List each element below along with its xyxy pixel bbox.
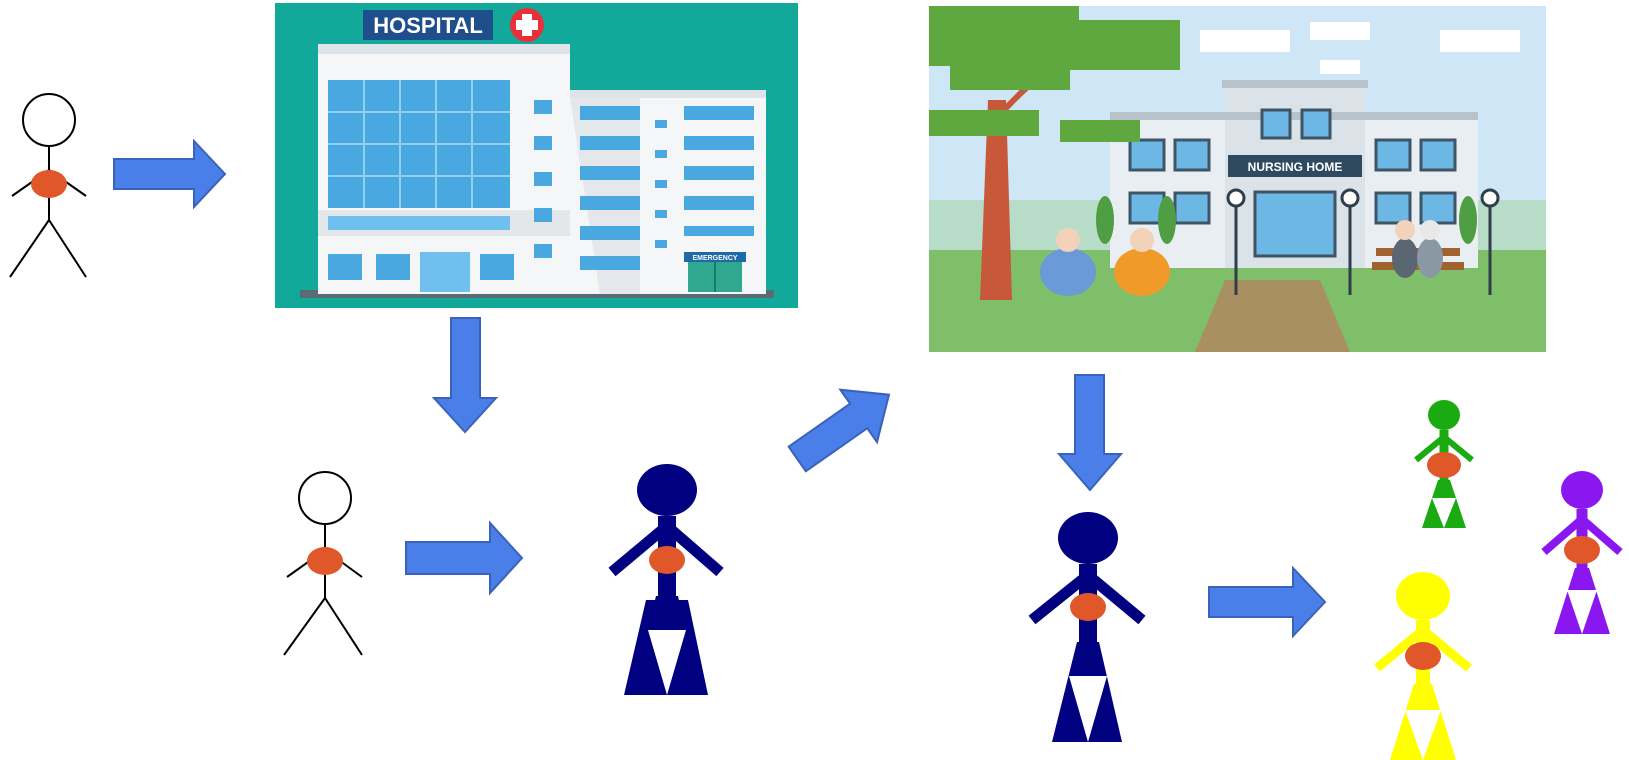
yellow-person (1374, 572, 1472, 760)
germ-blob (649, 546, 685, 574)
green-person (1414, 400, 1474, 528)
germ-blob (307, 547, 343, 575)
germ-blob (1070, 593, 1106, 621)
outline-person-after-hospital (283, 471, 363, 656)
germ-blob (1427, 452, 1461, 478)
navy-person-infected (608, 464, 724, 695)
germ-blob (31, 170, 67, 198)
red-cross-icon (510, 8, 544, 42)
tree-icon (929, 6, 1180, 300)
nursing-home-image: NURSING HOME (929, 6, 1546, 352)
purple-person (1541, 471, 1623, 634)
outline-person-start (9, 93, 87, 278)
arrow-down-2 (1056, 374, 1124, 492)
hospital-sign: HOSPITAL (373, 13, 483, 38)
arrow-right-3 (1208, 565, 1327, 639)
arrow-right-1 (113, 138, 227, 210)
hospital-image: EMERGENCY HOSPITAL (275, 3, 798, 308)
germ-blob (1405, 642, 1441, 670)
arrow-down-1 (431, 317, 499, 434)
nursing-home-sign: NURSING HOME (1248, 160, 1343, 174)
navy-person-after-nursing-home (1028, 512, 1146, 742)
bench-couple-icon (1372, 220, 1464, 278)
emergency-sign: EMERGENCY (692, 255, 737, 262)
arrow-diagonal (787, 388, 891, 473)
arrow-right-2 (405, 520, 524, 596)
germ-blob (1564, 536, 1600, 564)
elderly-meditating-icon (1040, 228, 1170, 296)
